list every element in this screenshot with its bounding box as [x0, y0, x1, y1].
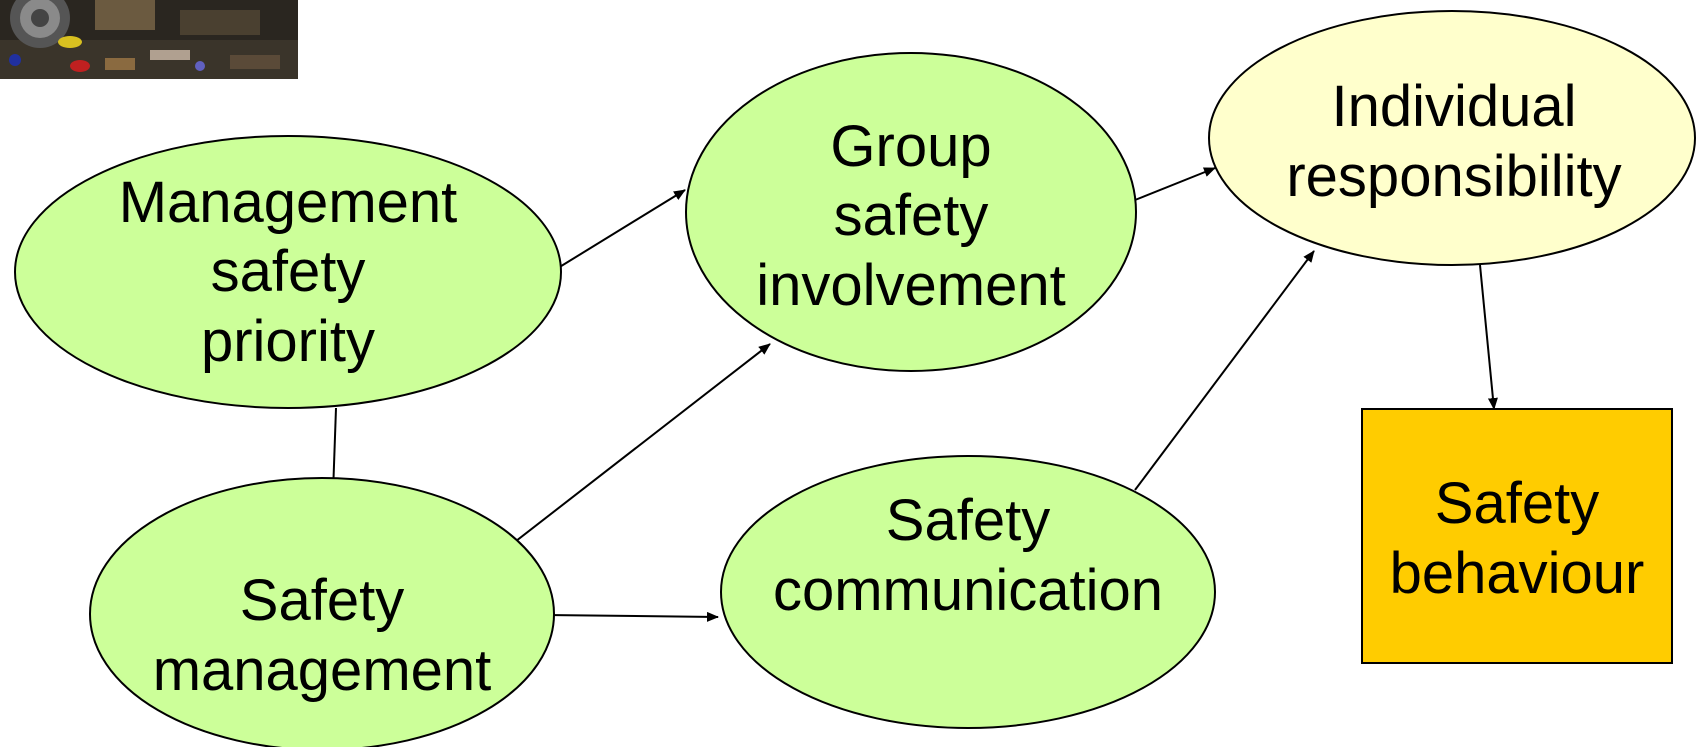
edges-group: [327, 167, 1498, 622]
node-safety-communication-shape: [720, 455, 1216, 729]
node-management-priority-shape: [14, 135, 562, 409]
edge-management-priority-to-group-involvement: [557, 189, 686, 269]
edge-safety-management-to-safety-communication: [544, 611, 719, 622]
node-group-involvement-shape: [685, 52, 1137, 372]
node-individual-responsibility-shape: [1208, 10, 1696, 266]
node-safety-behaviour-shape: [1361, 408, 1673, 664]
edge-individual-responsibility-to-safety-behaviour: [1479, 264, 1498, 410]
edge-safety-communication-to-individual-responsibility: [1134, 250, 1315, 491]
wreckage-photo-icon: [0, 0, 298, 79]
node-safety-management-shape: [89, 477, 555, 747]
edge-safety-management-to-group-involvement: [497, 343, 771, 556]
edge-group-involvement-to-individual-responsibility: [1134, 167, 1216, 201]
